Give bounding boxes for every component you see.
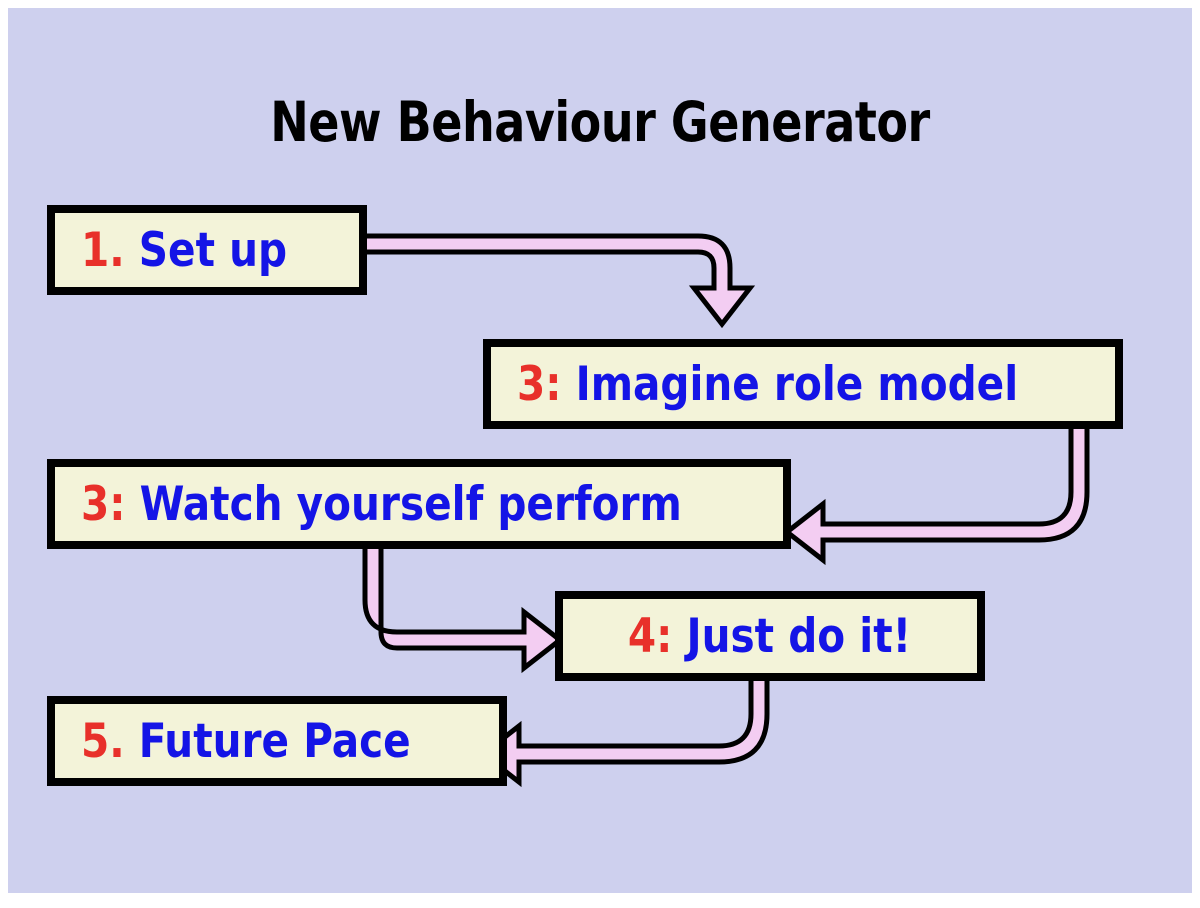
flow-node-set-up-number: 1. bbox=[81, 222, 125, 278]
page-title: New Behaviour Generator bbox=[270, 90, 930, 154]
flow-node-watch-yourself-perform-text: 3: Watch yourself perform bbox=[81, 481, 682, 528]
flow-node-imagine-role-model[interactable]: 3: Imagine role model bbox=[483, 339, 1123, 429]
arrow-setup-to-imagine bbox=[352, 233, 756, 329]
flow-node-future-pace-number: 5. bbox=[81, 713, 125, 769]
arrow-watch-to-just-do-it bbox=[362, 538, 565, 674]
flow-node-watch-yourself-perform-label: Watch yourself perform bbox=[139, 476, 682, 532]
flow-node-just-do-it-label: Just do it! bbox=[687, 608, 912, 664]
flow-node-future-pace-label: Future Pace bbox=[138, 713, 411, 769]
flow-node-imagine-role-model-label: Imagine role model bbox=[575, 356, 1019, 412]
flow-node-set-up-label: Set up bbox=[138, 222, 288, 278]
flow-node-future-pace-text: 5. Future Pace bbox=[81, 718, 411, 765]
flow-node-just-do-it[interactable]: 4: Just do it! bbox=[555, 591, 985, 681]
flow-node-imagine-role-model-text: 3: Imagine role model bbox=[517, 361, 1018, 408]
flow-node-watch-yourself-perform[interactable]: 3: Watch yourself perform bbox=[47, 459, 791, 549]
flow-node-set-up[interactable]: 1. Set up bbox=[47, 205, 367, 295]
flow-node-just-do-it-number: 4: bbox=[628, 608, 673, 664]
flow-node-set-up-text: 1. Set up bbox=[81, 227, 287, 274]
arrow-imagine-to-watch bbox=[782, 418, 1090, 566]
flow-node-imagine-role-model-number: 3: bbox=[517, 356, 562, 412]
flow-node-just-do-it-text: 4: Just do it! bbox=[628, 613, 911, 660]
flow-node-future-pace[interactable]: 5. Future Pace bbox=[47, 696, 507, 786]
flow-node-watch-yourself-perform-number: 3: bbox=[81, 476, 126, 532]
slide-canvas: New Behaviour Generator 1. Set up 3: Ima… bbox=[8, 8, 1192, 893]
